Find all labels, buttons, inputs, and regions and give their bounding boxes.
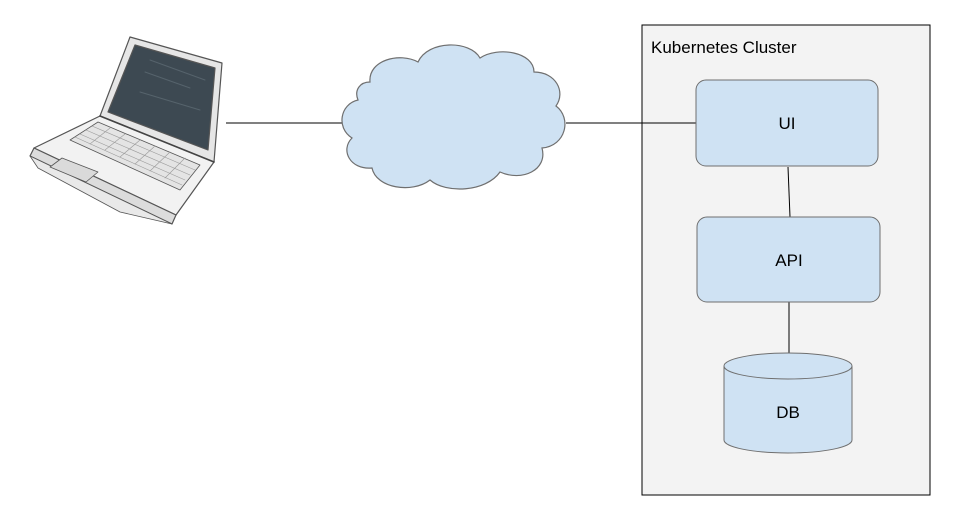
- db-node-label: DB: [776, 403, 800, 422]
- api-node-label: API: [775, 251, 802, 270]
- connector-ui-api: [787, 166, 791, 218]
- ui-node-label: UI: [779, 114, 796, 133]
- api-node[interactable]: API: [696, 216, 881, 303]
- db-node[interactable]: DB: [723, 352, 853, 454]
- laptop-icon: [29, 36, 223, 225]
- cloud-icon: [341, 44, 566, 190]
- ui-node[interactable]: UI: [695, 79, 879, 167]
- cluster-label: Kubernetes Cluster: [651, 38, 797, 57]
